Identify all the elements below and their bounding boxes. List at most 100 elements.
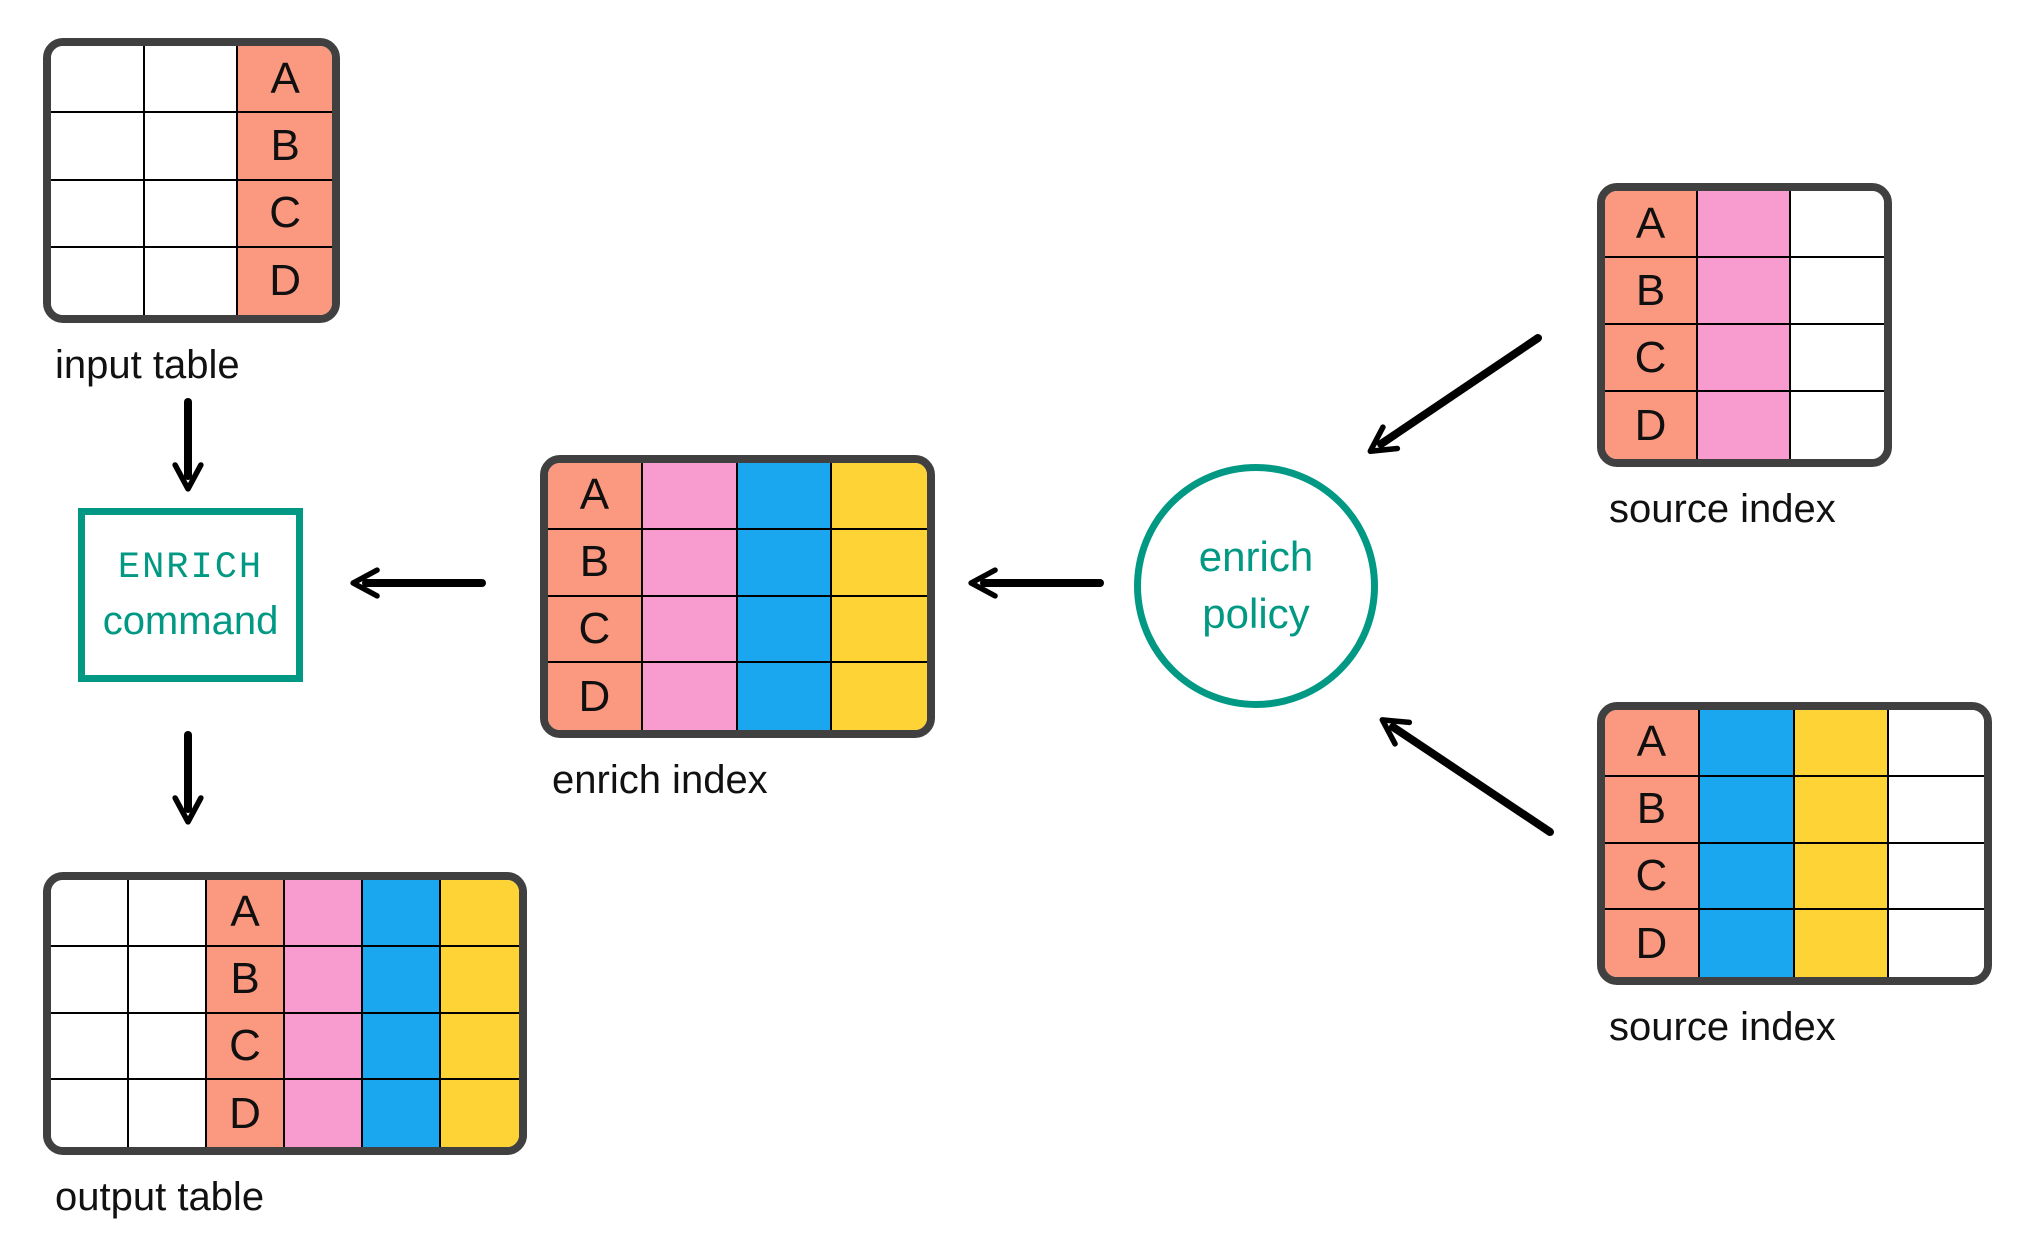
table-cell: B — [1605, 776, 1700, 844]
table-cell: C — [548, 596, 643, 664]
table-cell: D — [1605, 392, 1698, 459]
table-cell — [144, 180, 239, 248]
table-label: enrich index — [552, 758, 768, 802]
table-cell — [1698, 258, 1791, 325]
table-label: source index — [1609, 1005, 1836, 1049]
table-cell: A — [1605, 191, 1698, 258]
table-cell: C — [1605, 325, 1698, 392]
table-cell — [1698, 325, 1791, 392]
enrich-command-box: ENRICH command — [78, 508, 303, 682]
table-cell — [1791, 392, 1884, 459]
table-cell — [737, 663, 833, 730]
table-label: source index — [1609, 487, 1836, 531]
table-cell: D — [548, 663, 643, 730]
table-cell — [1699, 843, 1795, 911]
table-cell — [1791, 258, 1884, 325]
table-cell — [51, 1080, 129, 1147]
table-cell — [1794, 710, 1890, 777]
enrich-policy-word2: policy — [1202, 590, 1310, 637]
table-cell — [441, 1080, 519, 1147]
table-cell — [642, 596, 738, 664]
table-cell: D — [207, 1080, 285, 1147]
table-cell — [129, 946, 207, 1014]
enrich-command-word: command — [102, 598, 279, 643]
table-cell — [285, 1013, 363, 1081]
enrich-policy-circle: enrich policy — [1134, 464, 1378, 708]
table-cell — [1794, 910, 1890, 977]
table-cell — [1889, 910, 1984, 977]
table-cell: A — [548, 463, 643, 530]
table-cell — [441, 1013, 519, 1081]
table-cell: A — [1605, 710, 1700, 777]
table-cell: B — [238, 113, 332, 181]
table-cell — [1794, 776, 1890, 844]
table-cell — [1699, 710, 1795, 777]
table-cell — [1698, 191, 1791, 258]
table-label: input table — [55, 343, 240, 387]
table-cell — [51, 880, 129, 947]
table-cell: A — [207, 880, 285, 947]
table-cell — [832, 463, 927, 530]
table-cell — [285, 880, 363, 947]
table-cell — [51, 113, 145, 181]
table-cell: A — [238, 46, 332, 114]
table-cell — [144, 46, 239, 114]
table-cell — [1791, 191, 1884, 258]
table-cell: D — [238, 247, 332, 315]
table-cell: C — [207, 1013, 285, 1081]
table-cell — [832, 663, 927, 730]
table-cell — [642, 463, 738, 530]
table-cell — [129, 1080, 207, 1147]
table-cell — [285, 1080, 363, 1147]
table-cell — [51, 46, 145, 114]
arrow-source-bottom-to-policy-icon — [1379, 717, 1554, 836]
table-cell: C — [1605, 843, 1700, 911]
table-cell — [1698, 392, 1791, 459]
table-cell — [1889, 776, 1984, 844]
table-cell — [363, 1080, 441, 1147]
table-cell — [737, 463, 833, 530]
table-cell — [363, 1013, 441, 1081]
enrich-policy-word1: enrich — [1198, 533, 1314, 581]
table-cell — [642, 529, 738, 597]
table-cell — [144, 113, 239, 181]
table-cell: B — [548, 529, 643, 597]
table-cell — [129, 880, 207, 947]
table-cell — [737, 596, 833, 664]
table-cell — [1699, 776, 1795, 844]
table-cell: D — [1605, 910, 1700, 977]
table-cell — [51, 1013, 129, 1081]
table-cell — [363, 880, 441, 947]
table-cell — [1889, 710, 1984, 777]
table-cell — [129, 1013, 207, 1081]
table-cell — [1791, 325, 1884, 392]
enrich-command-keyword: ENRICH — [117, 546, 264, 589]
table-cell — [285, 946, 363, 1014]
table-cell — [1699, 910, 1795, 977]
table-cell: B — [207, 946, 285, 1014]
table-cell — [144, 247, 239, 315]
table-cell: B — [1605, 258, 1698, 325]
table-cell: C — [238, 180, 332, 248]
table-cell — [642, 663, 738, 730]
table-cell — [1794, 843, 1890, 911]
table-cell — [51, 247, 145, 315]
table-cell — [737, 529, 833, 597]
table-cell — [51, 180, 145, 248]
table-cell — [832, 596, 927, 664]
table-cell — [441, 880, 519, 947]
table-cell — [832, 529, 927, 597]
table-cell — [441, 946, 519, 1014]
arrow-source-top-to-policy-icon — [1367, 334, 1542, 454]
